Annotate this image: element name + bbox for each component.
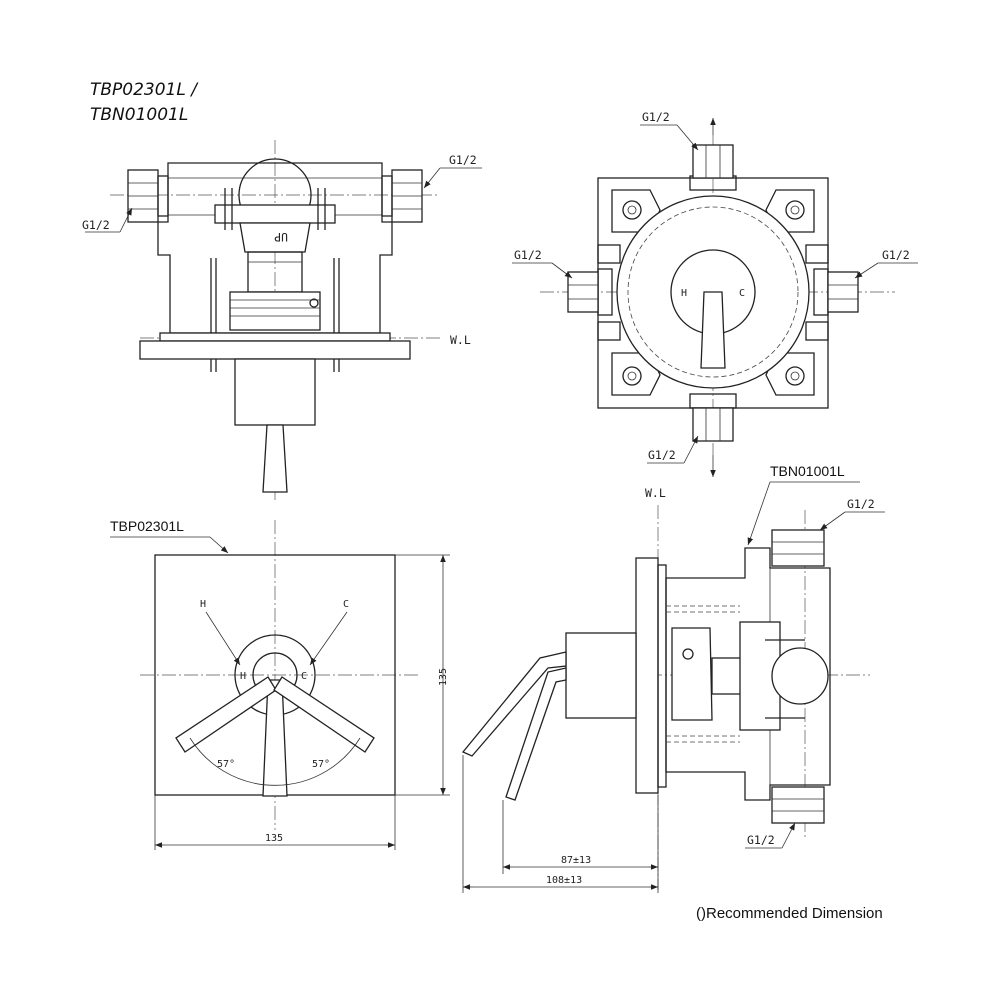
cold-mark-plate: C (301, 671, 307, 682)
depth-short-dim: 87±13 (561, 855, 591, 866)
title-line-2: TBN01001L (90, 105, 188, 125)
recommended-dimension-note: ()Recommended Dimension (696, 905, 883, 922)
title-line-1: TBP02301L / (90, 80, 199, 100)
plate-height-dim: 135 (438, 668, 449, 686)
front-view: H C G1/2 G1/2 G1/2 G1/2 (512, 110, 918, 477)
water-level-label-side: W.L (645, 486, 666, 500)
body-model-label: TBN01001L (770, 463, 845, 479)
thread-label-front-top: G1/2 (642, 110, 670, 124)
water-level-label-top: W.L (450, 333, 471, 347)
depth-long-dim: 108±13 (546, 875, 582, 886)
thread-label-front-bottom: G1/2 (648, 448, 676, 462)
thread-label-top-left: G1/2 (82, 218, 110, 232)
up-mark: UP (274, 230, 288, 244)
thread-label-side-bottom: G1/2 (747, 833, 775, 847)
hot-leader-label: H (200, 599, 206, 610)
angle-left-label: 57° (217, 759, 235, 770)
cold-mark-front: C (739, 288, 745, 299)
plate-view: TBP02301L H C 57° 57° H C 135 (110, 518, 450, 850)
thread-label-front-right: G1/2 (882, 248, 910, 262)
cold-leader-label: C (343, 599, 349, 610)
side-view: W.L TBN01001L (461, 463, 885, 893)
hot-mark-front: H (681, 288, 687, 299)
hot-mark-plate: H (240, 671, 246, 682)
thread-label-front-left: G1/2 (514, 248, 542, 262)
angle-right-label: 57° (312, 759, 330, 770)
plate-model-label: TBP02301L (110, 518, 184, 534)
thread-label-top-right: G1/2 (449, 153, 477, 167)
thread-label-side-top: G1/2 (847, 497, 875, 511)
top-view: UP W.L G1/2 G1/2 (82, 140, 482, 500)
plate-width-dim: 135 (265, 833, 283, 844)
